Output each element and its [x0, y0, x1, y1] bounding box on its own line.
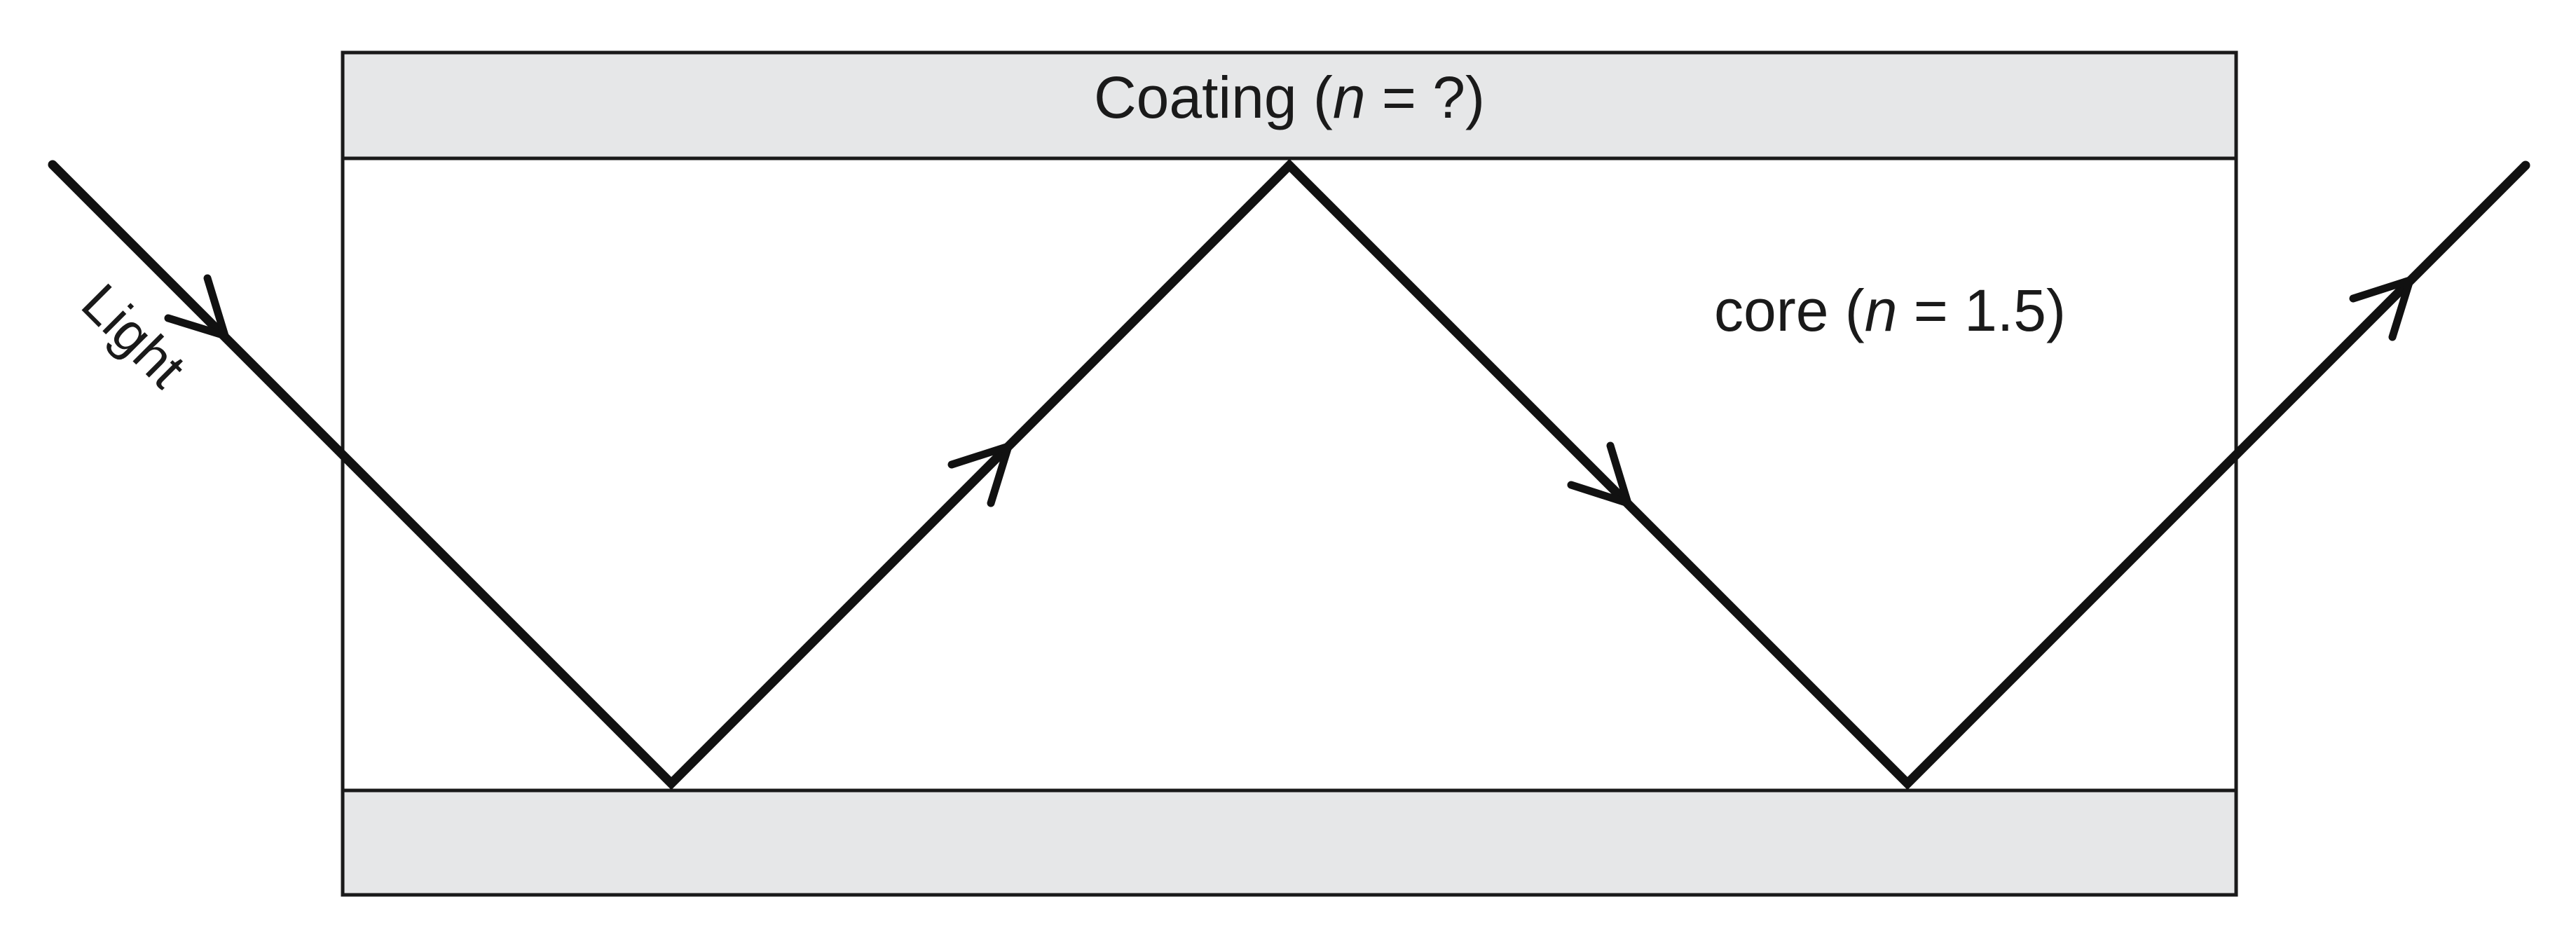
- fiber-outline: [341, 50, 2238, 897]
- arrowhead-incoming: [164, 274, 229, 340]
- core-region: [343, 158, 2236, 790]
- core-label: core (n = 1.5): [1714, 277, 2066, 343]
- bottom-coating-layer: [343, 790, 2236, 895]
- arrowhead-outgoing: [2349, 276, 2414, 341]
- arrowhead-falling: [1567, 441, 1632, 507]
- top-coating-layer: [343, 53, 2236, 158]
- light-ray-path: [48, 158, 2530, 790]
- coating-label: Coating (n = ?): [1094, 64, 1485, 130]
- arrowhead-rising-1: [947, 442, 1013, 507]
